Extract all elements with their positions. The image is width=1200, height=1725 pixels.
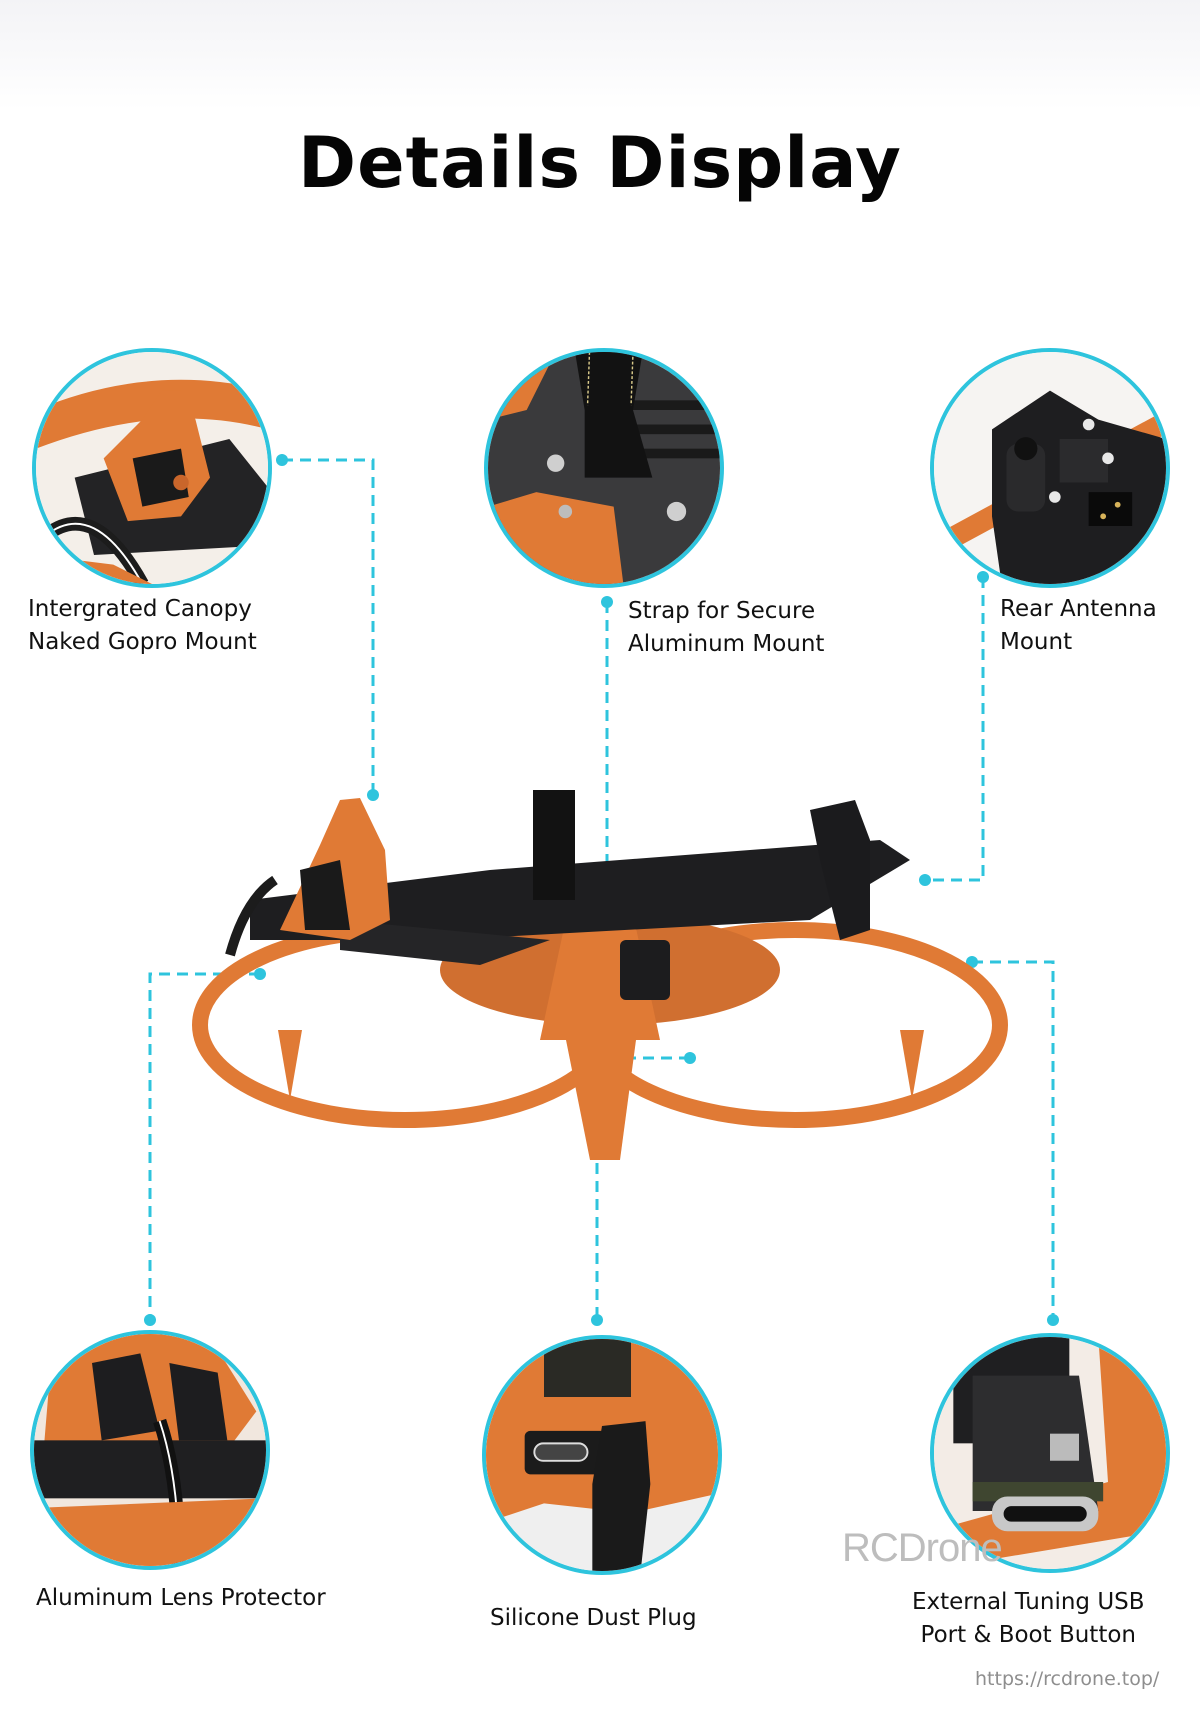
callout-label-strap: Strap for Secure Aluminum Mount — [628, 598, 825, 657]
top-gradient — [0, 0, 1200, 110]
page-title: Details Display — [298, 122, 902, 204]
drone-main-image — [192, 790, 1008, 1160]
callout-label-antenna: Rear Antenna Mount — [1000, 596, 1157, 655]
callout-label-dust-plug: Silicone Dust Plug — [490, 1605, 697, 1631]
usb-port-detail-image — [930, 1333, 1170, 1573]
lens-protector-detail-image — [30, 1330, 270, 1570]
callout-label-canopy: Intergrated Canopy Naked Gopro Mount — [28, 596, 257, 655]
callout-label-usb: External Tuning USB Port & Boot Button — [912, 1589, 1145, 1648]
strap-detail-image — [484, 348, 724, 588]
antenna-detail-image — [930, 348, 1170, 588]
watermark: RCDrone — [842, 1526, 1003, 1570]
footer-url: https://rcdrone.top/ — [975, 1668, 1160, 1690]
canopy-detail-image — [32, 348, 272, 588]
callout-label-lens: Aluminum Lens Protector — [36, 1585, 326, 1611]
dust-plug-detail-image — [482, 1335, 722, 1575]
